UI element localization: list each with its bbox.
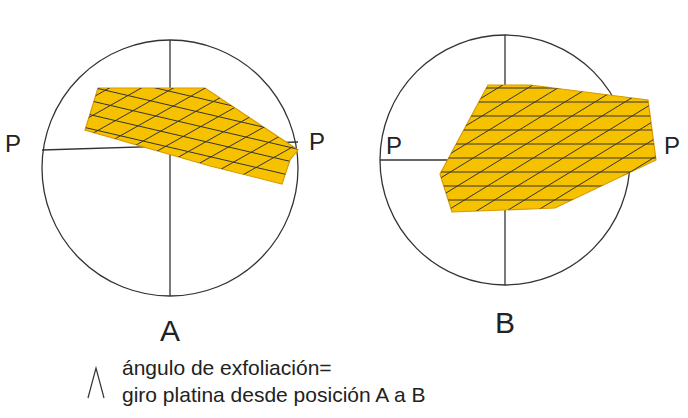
position-label: A [160,316,180,346]
cleavage-lines [0,0,536,264]
cleavage-line [0,0,490,138]
cleavage-line [0,40,490,180]
cleavage-line [0,124,490,264]
cleavage-line [0,0,490,110]
position-label: B [495,308,515,338]
cleavage-line [0,0,490,124]
cleavage-line [260,50,620,270]
cleavage-lines [140,50,688,270]
cleavage-line [250,88,688,89]
cleavage-line [24,10,344,190]
cleavage-line [350,50,688,270]
cleavage-line [500,50,688,270]
cleavage-line [0,10,248,190]
cleavage-line [0,10,184,190]
note-text: giro platina desde posición A a B [122,384,426,405]
cleavage-line [170,50,530,270]
cleavage-line [250,74,688,75]
polarizer-label: P [5,132,21,156]
cleavage-line [560,50,688,270]
cleavage-line [590,50,688,270]
cleavage-line [290,50,650,270]
cleavage-line [56,10,376,190]
cleavage-line [0,10,152,190]
cleavage-line [88,10,408,190]
cleavage-line [250,172,688,173]
cleavage-line [470,50,688,270]
cleavage-line [0,10,280,190]
cleavage-line [410,50,688,270]
cleavage-line [0,10,120,190]
cleavage-line [0,12,490,152]
cleavage-line [250,60,688,61]
cleavage-line [230,50,590,270]
cleavage-line [200,50,560,270]
cleavage-line [250,200,688,201]
polarizer-label: P [309,130,325,154]
cleavage-line [0,26,490,166]
cleavage-line [120,10,440,190]
angle-symbol [88,368,104,398]
cleavage-line [0,96,490,236]
cleavage-line [320,50,680,270]
cleavage-line [0,110,490,250]
cleavage-line [0,54,490,194]
cleavage-line [250,102,688,103]
cleavage-line [0,82,490,222]
cleavage-line [0,10,312,190]
cleavage-line [530,50,688,270]
cleavage-line [250,186,688,187]
note-text: ángulo de exfoliación= [122,357,332,378]
cleavage-line [250,214,688,215]
cleavage-line [140,50,500,270]
crosshair [169,40,170,296]
polarizer-label: P [664,134,680,158]
cleavage-line [250,116,688,117]
cleavage-line [152,10,472,190]
polarizer-label: P [386,134,402,158]
cleavage-line [380,50,688,270]
